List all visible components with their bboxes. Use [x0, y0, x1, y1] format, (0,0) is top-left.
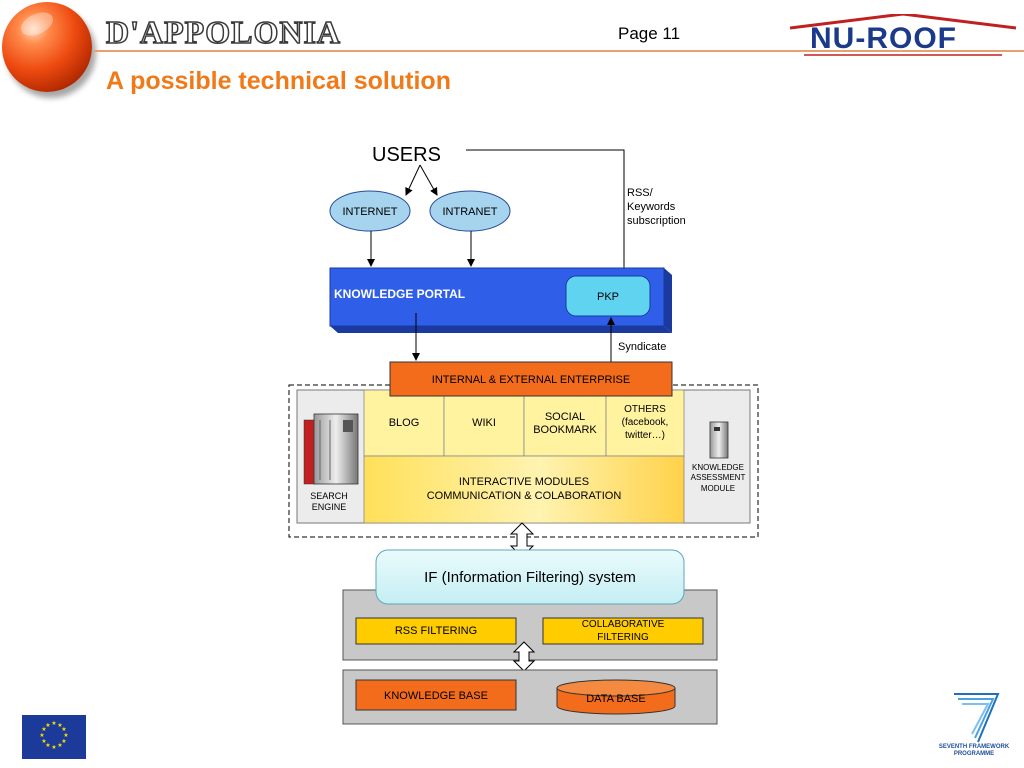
search-engine-server-icon [303, 413, 359, 485]
blog-cell [363, 389, 445, 457]
fp7-label: SEVENTH FRAMEWORK PROGRAMME [932, 744, 1016, 758]
kam-label-line1: KNOWLEDGE [692, 463, 744, 472]
svg-text:★: ★ [39, 732, 44, 739]
others-line2: (facebook, [622, 417, 669, 428]
kam-label-line2: ASSESSMENT [691, 473, 746, 482]
dappolonia-logo-text: D'APPOLONIA [105, 13, 341, 51]
internet-label: INTERNET [343, 206, 398, 218]
svg-text:★: ★ [51, 744, 56, 751]
nuroof-logo-text: NU-ROOF [810, 22, 957, 55]
collaborative-filtering-line2: FILTERING [597, 632, 649, 643]
svg-text:★: ★ [63, 732, 68, 739]
pkp-label: PKP [597, 291, 619, 303]
svg-text:★: ★ [61, 738, 66, 745]
fp7-logo [954, 693, 1000, 743]
knowledge-base-box [355, 679, 517, 711]
knowledge-assessment-server-icon [709, 421, 729, 459]
knowledge-portal-label: KNOWLEDGE PORTAL [334, 287, 465, 301]
header-divider [94, 50, 1024, 52]
svg-text:★: ★ [57, 742, 62, 749]
svg-text:★: ★ [61, 726, 66, 733]
others-line1: OTHERS [624, 404, 666, 415]
syndicate-label: Syndicate [618, 341, 666, 353]
nuroof-logo [790, 14, 1016, 56]
data-base-label: DATA BASE [586, 693, 646, 705]
blog-label: BLOG [389, 417, 420, 429]
rss-filtering-label: RSS FILTERING [395, 625, 477, 637]
slide-title: A possible technical solution [106, 67, 451, 95]
interactive-modules-line1: INTERACTIVE MODULES [459, 476, 589, 488]
svg-text:★: ★ [41, 726, 46, 733]
dappolonia-orb-logo [2, 2, 92, 92]
svg-text:★: ★ [45, 722, 50, 729]
fp7-label-line1: SEVENTH FRAMEWORK [938, 744, 1010, 750]
wiki-label: WIKI [472, 417, 496, 429]
kam-label-line3: MODULE [701, 484, 735, 493]
interactive-modules-box [363, 455, 685, 524]
collaborative-filtering-line1: COLLABORATIVE [582, 619, 665, 630]
collaborative-filtering-box [542, 617, 704, 645]
search-engine-label-line2: ENGINE [312, 502, 347, 512]
others-cell [605, 389, 685, 457]
enterprise-label: INTERNAL & EXTERNAL ENTERPRISE [432, 374, 630, 386]
eu-flag-logo: ★★★ ★★★ ★★★ ★★★ [22, 715, 86, 759]
svg-text:★: ★ [57, 722, 62, 729]
interactive-modules-line2: COMMUNICATION & COLABORATION [427, 490, 622, 502]
rss-note-line1: RSS/ [627, 187, 654, 199]
internet-node [329, 190, 411, 232]
knowledge-base-label: KNOWLEDGE BASE [384, 690, 488, 702]
svg-text:★: ★ [45, 742, 50, 749]
social-bookmark-line1: SOCIAL [545, 411, 585, 423]
fp7-label-line2: PROGRAMME [953, 751, 995, 757]
if-system-label: IF (Information Filtering) system [424, 569, 636, 586]
enterprise-box [389, 361, 673, 397]
rss-note-line3: subscription [627, 215, 686, 227]
users-label: USERS [372, 144, 441, 166]
search-engine-label-line1: SEARCH [310, 491, 348, 501]
rss-filtering-box [355, 617, 517, 645]
pkp-box [565, 275, 651, 317]
svg-text:★: ★ [51, 720, 56, 727]
intranet-node [429, 190, 511, 232]
others-line3: twitter…) [625, 430, 665, 441]
rss-note-line2: Keywords [627, 201, 676, 213]
wiki-cell [443, 389, 525, 457]
svg-text:★: ★ [41, 738, 46, 745]
intranet-label: INTRANET [443, 206, 498, 218]
page-number: Page 11 [618, 24, 681, 43]
database-cylinder-icon [556, 679, 676, 715]
if-system-box [375, 549, 685, 605]
social-bookmark-line2: BOOKMARK [533, 424, 597, 436]
social-bookmark-cell [523, 389, 607, 457]
